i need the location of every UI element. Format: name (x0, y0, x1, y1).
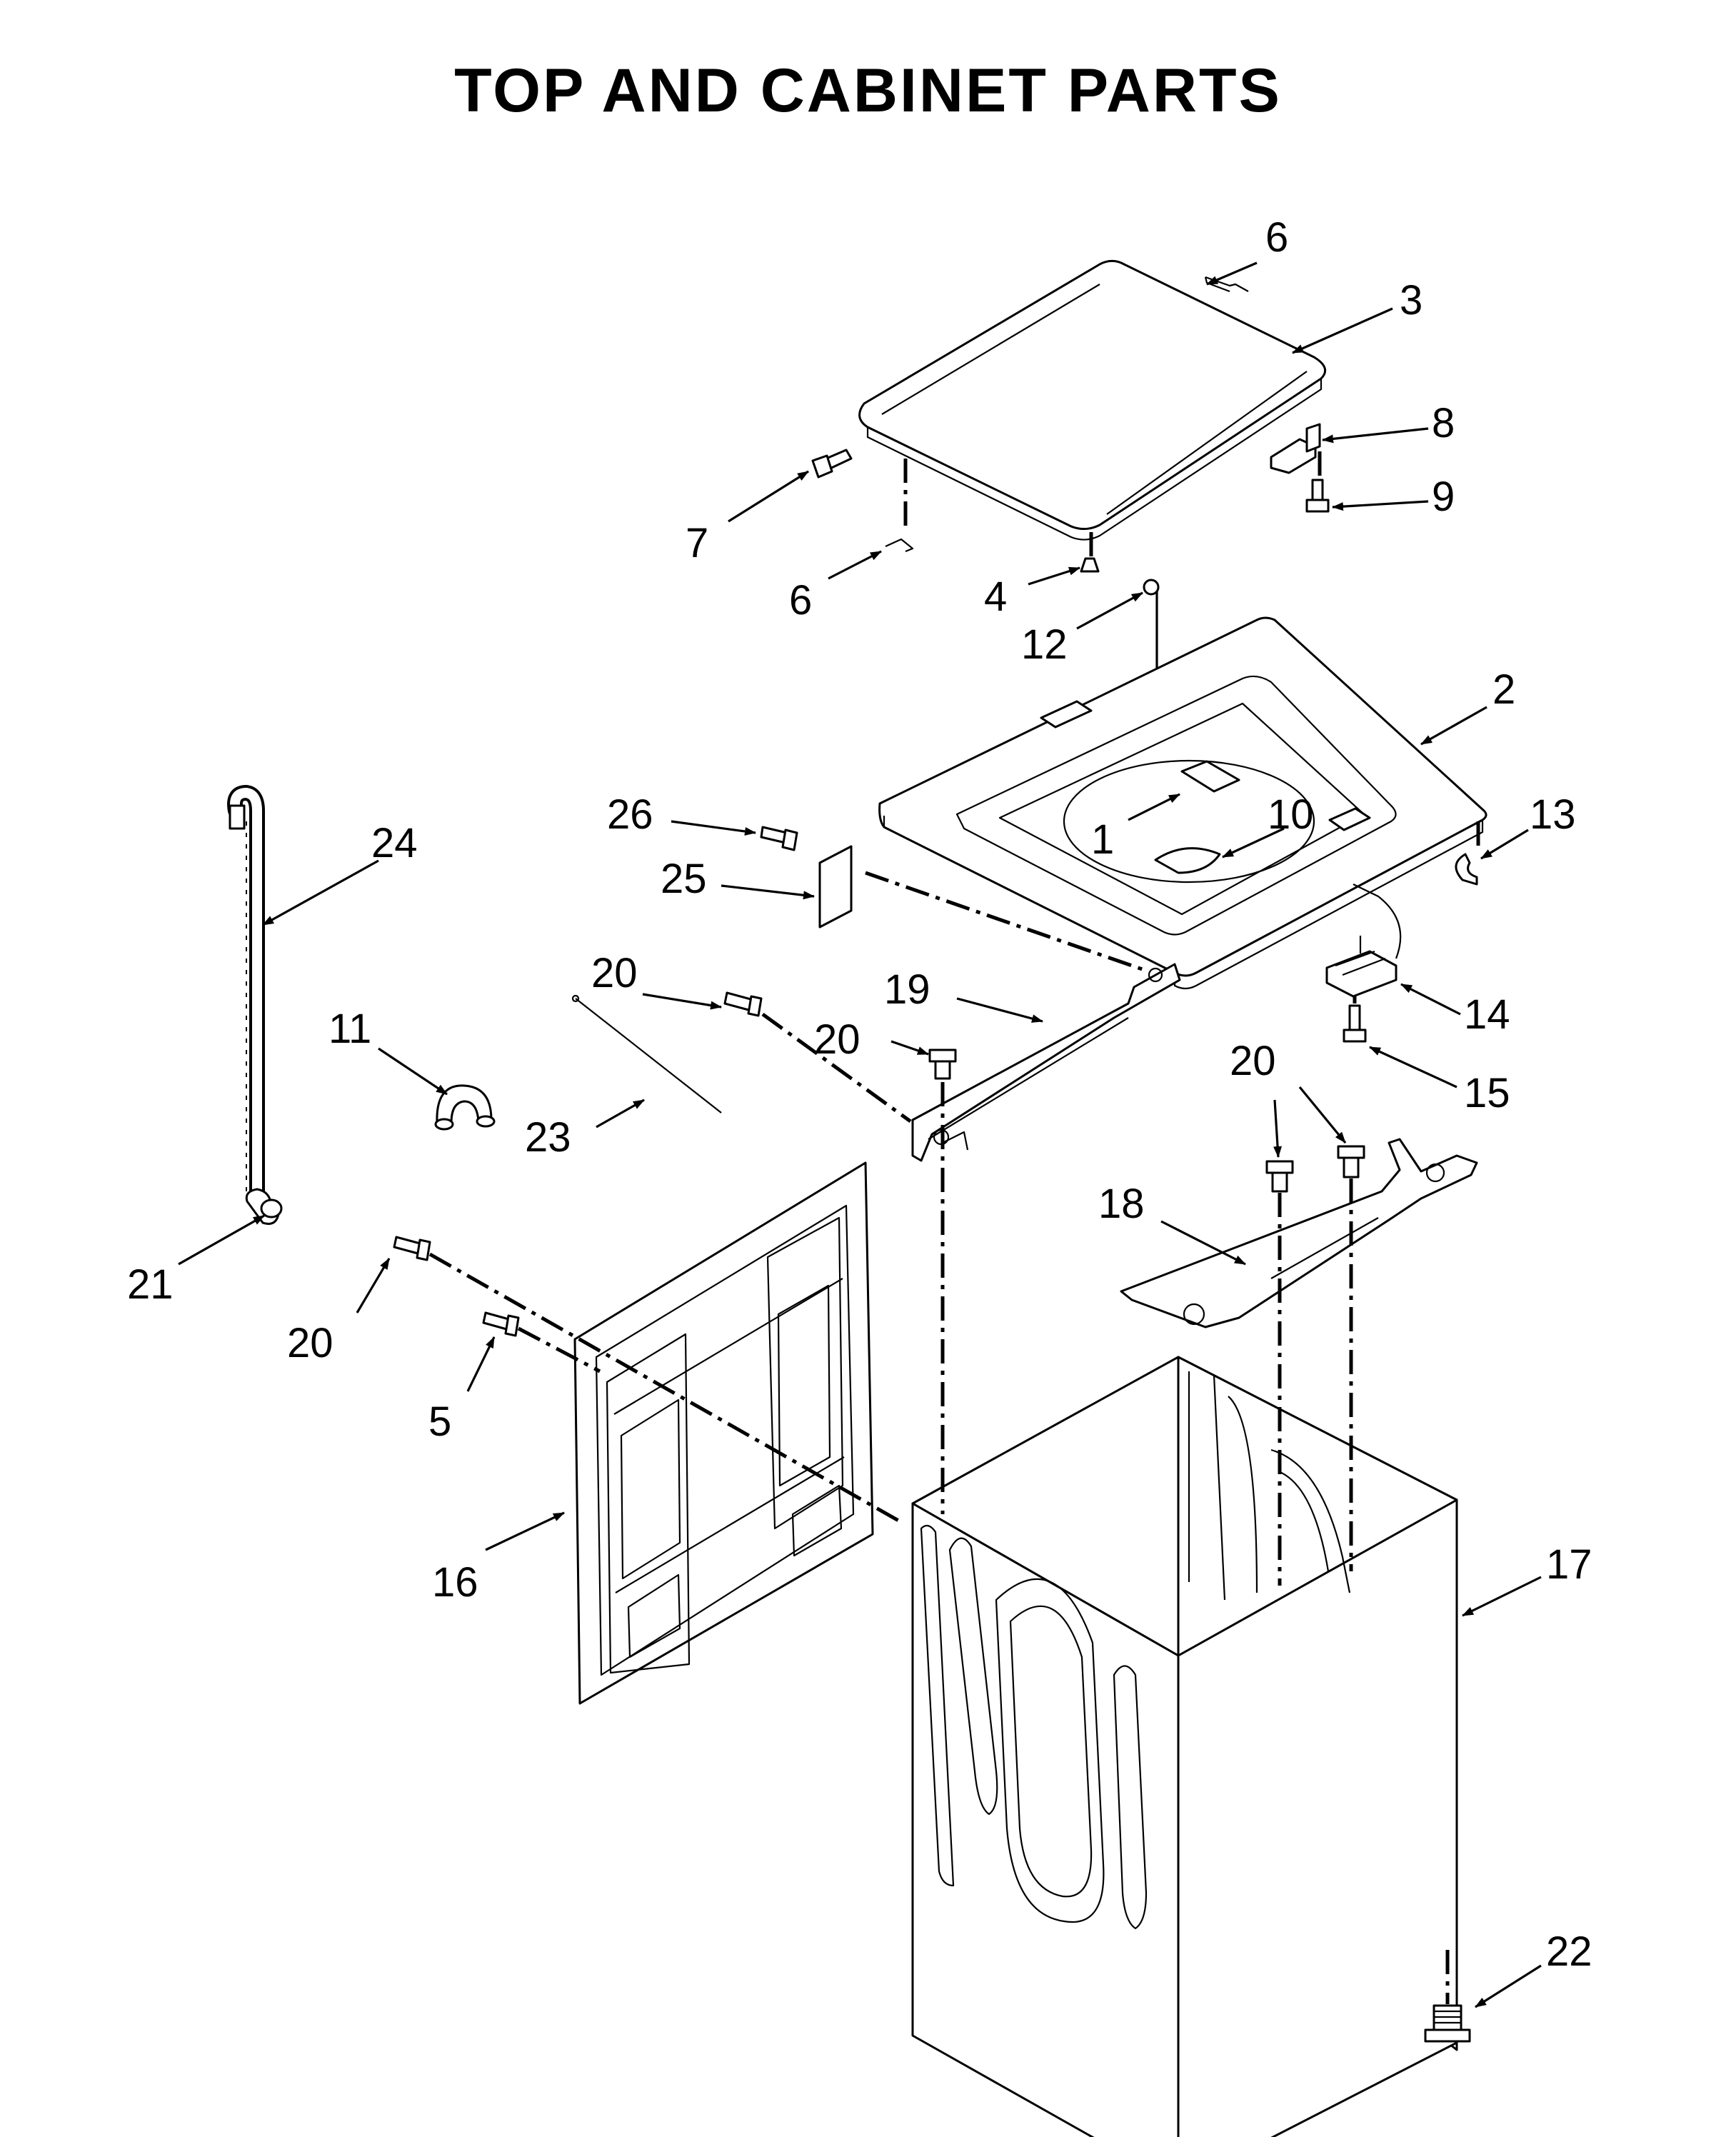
callout-1: 1 (1091, 816, 1114, 863)
hose-clip-part-11 (434, 1084, 496, 1131)
clamp-part-13 (1455, 853, 1478, 886)
screw-part-20-d (1337, 1145, 1365, 1178)
screw-part-7 (811, 449, 853, 479)
callout-2: 2 (1492, 666, 1515, 713)
callout-12: 12 (1021, 621, 1068, 668)
callout-3: 3 (1400, 277, 1423, 324)
callout-24: 24 (371, 820, 418, 866)
callout-23: 23 (525, 1114, 571, 1161)
control-board-part-14 (1325, 884, 1402, 998)
callout-14: 14 (1464, 991, 1510, 1038)
screw-part-20-b (928, 1049, 957, 1080)
screw-part-5 (482, 1311, 520, 1337)
callout-21: 21 (127, 1261, 174, 1308)
callout-4: 4 (984, 574, 1007, 620)
callout-20: 20 (287, 1320, 333, 1366)
clip-part-12 (1143, 579, 1160, 596)
hinge-pin-part-6-bottom (885, 538, 914, 553)
callout-17: 17 (1546, 1541, 1592, 1588)
assembly-line (761, 1012, 912, 1123)
callout-18: 18 (1098, 1181, 1145, 1227)
bumper-part-4 (1080, 557, 1100, 573)
screw-part-20-c (1265, 1160, 1294, 1193)
lid-part-3 (858, 259, 1327, 541)
screw-part-26 (760, 826, 798, 851)
callout-20: 20 (814, 1016, 861, 1063)
callout-10: 10 (1268, 791, 1314, 838)
callout-8: 8 (1432, 400, 1455, 446)
callout-6: 6 (789, 577, 812, 624)
hose-clamp-part-21 (245, 1188, 283, 1225)
leader-lines (178, 261, 1542, 2008)
callout-5: 5 (428, 1398, 451, 1445)
screw-part-15 (1343, 1004, 1367, 1043)
assembly-line (517, 1326, 601, 1373)
rear-panel-part-16 (573, 1161, 874, 1705)
callout-11: 11 (328, 1006, 371, 1052)
cabinet-part-17 (911, 1356, 1458, 2137)
rear-bracket-part-19 (911, 963, 1181, 1162)
screw-part-20-a (723, 991, 763, 1017)
callout-20: 20 (1230, 1038, 1276, 1084)
callout-9: 9 (1432, 474, 1455, 520)
callout-7: 7 (686, 520, 708, 566)
lid-switch-part-8 (1270, 423, 1321, 474)
page-title: TOP AND CABINET PARTS (454, 56, 1282, 125)
hinge-pin-part-6-top (1204, 276, 1249, 293)
assembly-line (428, 1252, 901, 1523)
bracket-part-25 (818, 845, 853, 929)
assembly-line (865, 871, 1149, 974)
screw-part-9 (1305, 479, 1330, 513)
wire-tie-part-23 (571, 994, 722, 1113)
top-panel-part-2 (878, 616, 1487, 990)
callout-16: 16 (432, 1559, 478, 1606)
front-bracket-part-18 (1120, 1138, 1478, 1328)
leveling-leg-part-22 (1424, 2004, 1471, 2043)
callout-19: 19 (884, 966, 930, 1013)
callout-26: 26 (607, 791, 653, 838)
callout-13: 13 (1530, 791, 1576, 838)
callout-22: 22 (1546, 1928, 1592, 1975)
screw-part-20-e (393, 1236, 431, 1261)
callout-6: 6 (1265, 214, 1288, 261)
drain-hose-part-24 (227, 784, 265, 1208)
callout-15: 15 (1464, 1070, 1510, 1116)
callout-25: 25 (661, 856, 707, 902)
callout-20: 20 (591, 950, 638, 996)
